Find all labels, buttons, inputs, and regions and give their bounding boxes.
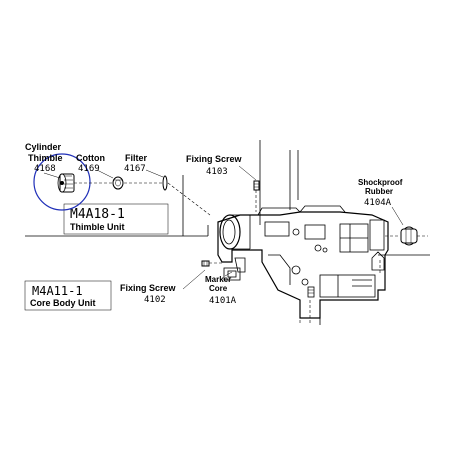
cylinder-thimble-label-2: Thimble	[28, 153, 63, 163]
cylinder-thimble-part	[57, 173, 75, 193]
core-body-unit-label-box: M4A11-1 Core Body Unit	[24, 280, 112, 311]
cylinder-thimble-code: 4168	[34, 164, 56, 174]
thimble-unit-frame	[25, 175, 209, 237]
cylinder-thimble-label-1: Cylinder	[25, 142, 62, 152]
fixing-screw-top-label: Fixing Screw	[186, 154, 243, 164]
shockproof-rubber-label-2: Rubber	[365, 187, 393, 196]
fixing-screw-bottom-part	[201, 260, 210, 267]
fixing-screw-top-code: 4103	[206, 167, 228, 177]
filter-code: 4167	[124, 164, 146, 174]
shockproof-rubber-part	[400, 226, 418, 246]
marker-core-code: 4101A	[209, 296, 237, 306]
core-body-unit-name: Core Body Unit	[30, 298, 96, 308]
core-body-part	[217, 205, 389, 319]
marker-core-label-1: Marker	[205, 275, 231, 284]
filter-label: Filter	[125, 153, 148, 163]
shockproof-rubber-label-1: Shockproof	[358, 178, 403, 187]
cotton-code: 4169	[78, 164, 100, 174]
highlight-circle	[33, 153, 91, 211]
core-body-unit-code: M4A11-1	[32, 284, 83, 298]
marker-core-label-2: Core	[209, 284, 228, 293]
shockproof-rubber-code: 4104A	[364, 198, 392, 208]
filter-part	[162, 175, 168, 191]
thimble-unit-name: Thimble Unit	[70, 222, 125, 232]
fixing-screw-bottom-code: 4102	[144, 295, 166, 305]
thimble-unit-code: M4A18-1	[70, 207, 125, 222]
cotton-label: Cotton	[76, 153, 105, 163]
fixing-screw-bottom-label: Fixing Screw	[120, 283, 177, 293]
fixing-screw-top-part	[253, 180, 260, 191]
cotton-part	[112, 176, 124, 190]
thimble-unit-label-box: M4A18-1 Thimble Unit	[63, 203, 169, 235]
